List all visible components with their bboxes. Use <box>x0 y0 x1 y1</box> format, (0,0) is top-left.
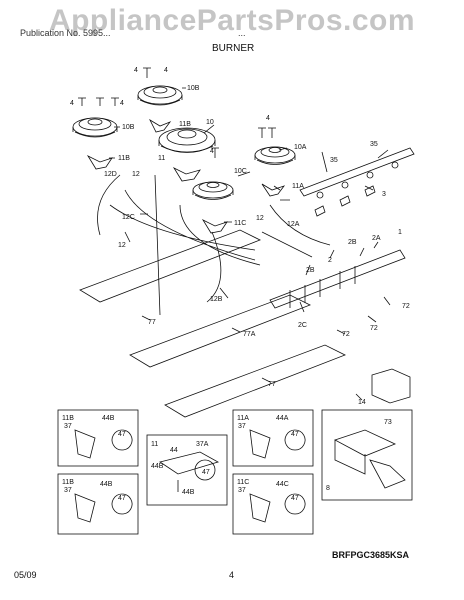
bracket-77-upper <box>79 229 261 303</box>
callout-12c: 12C <box>122 214 135 221</box>
detail-label: 44C <box>276 481 289 488</box>
detail-label: 37 <box>64 423 72 430</box>
callout-12d: 12D <box>104 171 117 178</box>
bracket-77-lower <box>164 344 346 418</box>
callout-10c: 10C <box>234 168 247 175</box>
detail-title: 11A <box>237 415 249 422</box>
callout-10b: 10B <box>187 85 200 92</box>
detail-label: 47 <box>202 469 210 476</box>
detail-title: 73 <box>384 419 392 426</box>
detail-box-11b-top <box>57 409 139 467</box>
burner-10b-top <box>137 85 183 106</box>
detail-box-11 <box>146 434 228 506</box>
callout-72: 72 <box>370 325 378 332</box>
callout-10a: 10A <box>294 144 307 151</box>
footer-date: 05/09 <box>14 570 37 580</box>
switch-strip <box>299 147 415 197</box>
detail-box-11a <box>232 409 314 467</box>
model-code: BRFPGC3685KSA <box>332 550 410 560</box>
base-11b-top <box>149 118 172 133</box>
part-14 <box>371 368 411 404</box>
callout-14: 14 <box>358 399 366 406</box>
callout-12a: 12A <box>287 221 300 228</box>
callout-11: 11 <box>158 155 165 162</box>
callout-12: 12 <box>256 215 264 222</box>
burner-10a <box>254 146 296 165</box>
detail-label: 37 <box>238 423 246 430</box>
detail-label: 44B <box>182 489 195 496</box>
callout-77a: 77A <box>243 331 256 338</box>
callout-72: 72 <box>342 331 350 338</box>
burner-10b-left <box>72 117 118 138</box>
callout-35: 35 <box>330 157 338 164</box>
callout-2c: 2C <box>298 322 307 329</box>
callout-3: 3 <box>382 191 386 198</box>
callout-2b: 2B <box>348 239 357 246</box>
base-11a <box>261 183 286 197</box>
detail-label: 37A <box>196 441 209 448</box>
callout-11b: 11B <box>179 121 191 128</box>
burner-10 <box>158 127 216 153</box>
callout-11c: 11C <box>234 220 246 227</box>
detail-label: 44B <box>151 463 164 470</box>
detail-box-11c <box>232 473 314 535</box>
detail-label: 47 <box>118 495 126 502</box>
callout-77: 77 <box>148 319 156 326</box>
detail-label: 44B <box>102 415 115 422</box>
callout-4: 4 <box>120 100 124 107</box>
detail-box-73 <box>321 409 413 501</box>
detail-box-11b-bot <box>57 473 139 535</box>
detail-label: 44B <box>100 481 113 488</box>
callout-77: 77 <box>268 381 276 388</box>
publication-header: Publication No. 5995... <box>20 28 111 38</box>
callout-12: 12 <box>118 242 126 249</box>
callout-11b: 11B <box>118 155 130 162</box>
detail-label: 44 <box>170 447 178 454</box>
watermark: AppliancePartsPros.com <box>48 4 416 37</box>
callout-12: 12 <box>132 171 140 178</box>
detail-label: 47 <box>118 431 126 438</box>
detail-title: 11B <box>62 479 74 486</box>
base-11c <box>201 219 228 234</box>
detail-title: 11C <box>237 479 249 486</box>
page-number: 4 <box>229 570 235 580</box>
callout-2a: 2A <box>372 235 381 242</box>
callout-10: 10 <box>206 119 214 126</box>
callout-72: 72 <box>402 303 410 310</box>
detail-label: 47 <box>291 431 299 438</box>
callout-10b: 10B <box>122 124 135 131</box>
callout-4: 4 <box>134 67 138 74</box>
detail-label: 47 <box>291 495 299 502</box>
callout-12b: 12B <box>210 296 223 303</box>
callout-4: 4 <box>210 148 214 155</box>
burner-10c <box>192 181 234 200</box>
detail-label: 37 <box>64 487 72 494</box>
detail-title: 11 <box>151 441 158 448</box>
detail-label: 44A <box>276 415 289 422</box>
manifold <box>269 249 406 309</box>
callout-2: 2 <box>328 257 332 264</box>
header-model: ... <box>238 28 246 38</box>
base-11b-left <box>86 155 113 170</box>
callout-4: 4 <box>164 67 168 74</box>
callout-35: 35 <box>370 141 378 148</box>
detail-title: 11B <box>62 415 74 422</box>
detail-label: 8 <box>326 485 330 492</box>
callout-1: 1 <box>398 229 402 236</box>
callout-4: 4 <box>266 115 270 122</box>
detail-label: 37 <box>238 487 246 494</box>
callout-4: 4 <box>70 100 74 107</box>
base-11 <box>172 167 201 182</box>
callout-11a: 11A <box>292 183 304 190</box>
section-title: BURNER <box>212 43 255 54</box>
bracket-77a <box>129 294 311 368</box>
callout-2b: 2B <box>306 267 315 274</box>
